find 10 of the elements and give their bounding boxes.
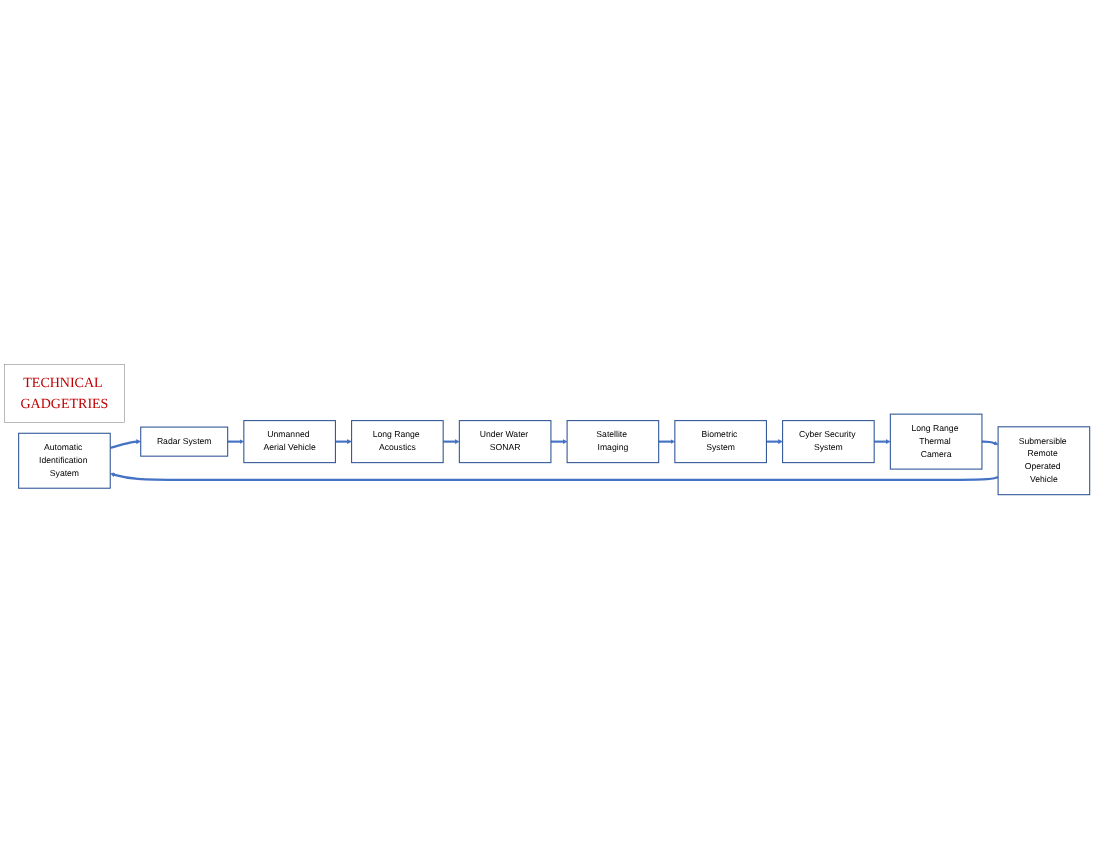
- arrow: [874, 439, 891, 445]
- arrow: [109, 439, 141, 450]
- arrow: [550, 439, 568, 445]
- arrow: [981, 441, 999, 446]
- arrow: [110, 472, 999, 482]
- arrow: [227, 439, 245, 445]
- arrow: [658, 439, 676, 445]
- arrow: [335, 439, 352, 445]
- arrow: [766, 439, 783, 445]
- arrow: [443, 439, 460, 445]
